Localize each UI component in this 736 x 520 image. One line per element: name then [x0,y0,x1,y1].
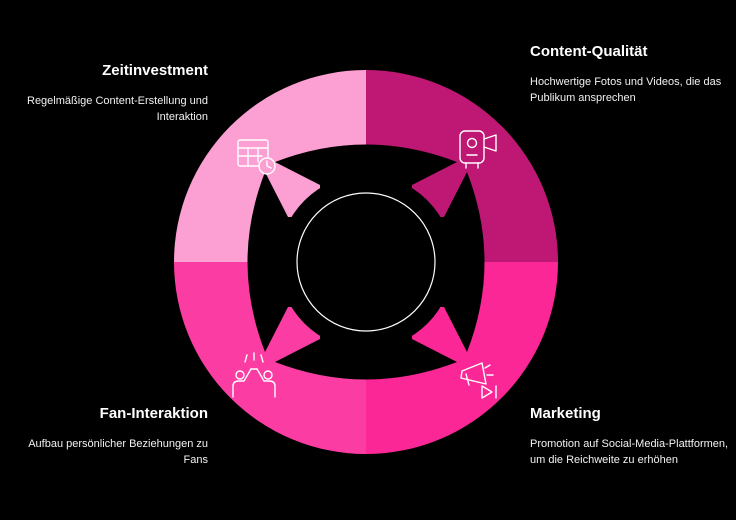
block-zeitinvestment: Zeitinvestment Regelmäßige Content-Erste… [8,61,208,125]
video-camera-icon [459,130,497,169]
block-content-qualitaet: Content-Qualität Hochwertige Fotos und V… [530,42,730,106]
segment-title: Zeitinvestment [102,62,208,79]
segment-title: Marketing [530,405,601,422]
segment-bottom-left [174,262,366,454]
block-fan-interaktion: Fan-Interaktion Aufbau persönlicher Bezi… [8,404,208,468]
high-five-icon [232,352,276,398]
segment-title: Fan-Interaktion [99,405,208,422]
calendar-clock-icon [237,139,276,175]
segment-title: Content-Qualität [530,43,648,60]
segment-description: Hochwertige Fotos und Videos, die das Pu… [530,76,722,104]
center-circle [296,192,436,332]
megaphone-icon [460,362,497,399]
segment-top-right [366,70,558,262]
segment-description: Promotion auf Social-Media-Plattformen, … [530,438,729,466]
block-marketing: Marketing Promotion auf Social-Media-Pla… [530,404,730,468]
segment-description: Aufbau persönlicher Beziehungen zu Fans [28,438,208,466]
segment-description: Regelmäßige Content-Erstellung und Inter… [27,95,208,123]
segment-bottom-right [366,262,558,454]
